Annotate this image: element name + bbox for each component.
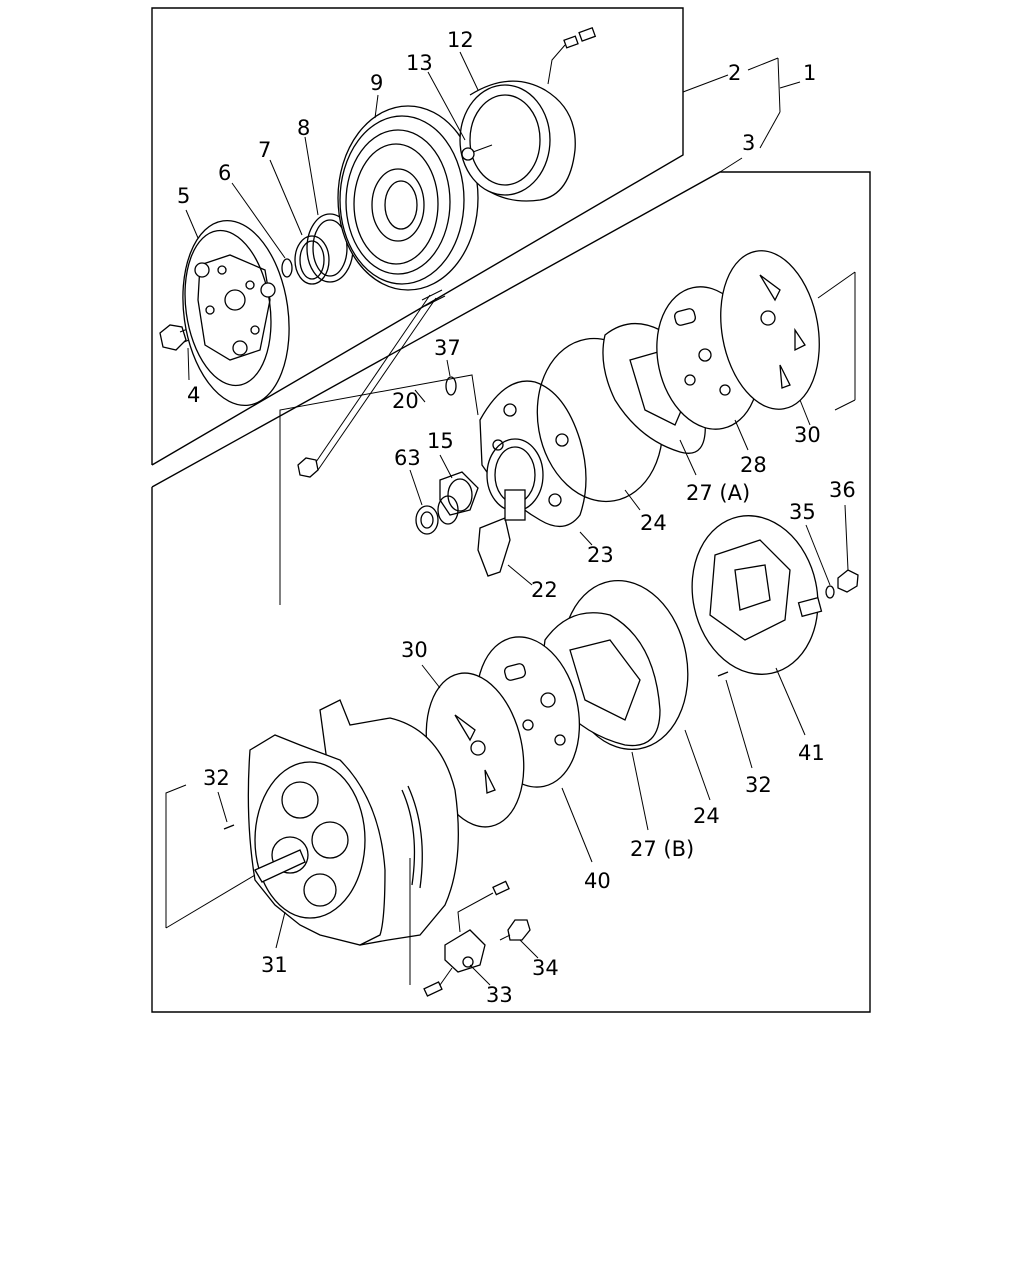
callout-32-left: 32	[203, 766, 230, 790]
callout-2: 2	[728, 61, 741, 85]
callout-30-lower: 30	[401, 638, 428, 662]
assembly-guides	[165, 784, 411, 985]
shim-6	[281, 258, 293, 278]
armature-plate-5	[182, 219, 290, 407]
callout-7: 7	[258, 138, 271, 162]
pin-32-right	[717, 671, 729, 677]
callout-37: 37	[434, 336, 461, 360]
callout-23: 23	[587, 543, 614, 567]
screw-34	[499, 919, 531, 941]
o-ring-37	[445, 376, 457, 396]
o-ring-35	[825, 585, 835, 599]
suction-reed-30-upper	[720, 250, 856, 411]
callout-27a: 27 (A)	[686, 481, 750, 505]
callout-3: 3	[742, 131, 755, 155]
plug-36	[837, 569, 859, 593]
callout-36: 36	[829, 478, 856, 502]
lower-frame	[151, 171, 871, 1013]
pin-32-left	[223, 824, 235, 830]
compressor-body-31	[247, 699, 459, 946]
group-bracket	[682, 57, 801, 173]
callout-9: 9	[370, 71, 383, 95]
callout-1: 1	[803, 61, 816, 85]
field-coil-12	[459, 27, 597, 202]
middle-group-bracket	[279, 374, 479, 605]
washer-63	[415, 495, 459, 535]
callout-24-upper: 24	[640, 511, 667, 535]
callout-5: 5	[177, 184, 190, 208]
callout-4: 4	[187, 383, 200, 407]
thermo-sensor-33	[423, 880, 510, 997]
callout-33: 33	[486, 983, 513, 1007]
callout-20: 20	[392, 389, 419, 413]
callout-13: 13	[406, 51, 433, 75]
bracket-22	[477, 489, 526, 577]
front-head-23	[479, 380, 587, 527]
snap-ring-7	[294, 235, 330, 285]
callout-15: 15	[427, 429, 454, 453]
screw-13	[461, 144, 493, 161]
callout-63: 63	[394, 446, 421, 470]
callout-8: 8	[297, 116, 310, 140]
upper-frame	[151, 7, 684, 466]
callout-labels: 1 2 3 4 5 6 7 8 9 12 13 15 20 22 23 24 2…	[177, 28, 856, 1007]
callout-27b: 27 (B)	[630, 837, 694, 861]
callout-32-right: 32	[745, 773, 772, 797]
callout-30-upper: 30	[794, 423, 821, 447]
rear-head-41	[691, 515, 823, 675]
callout-40: 40	[584, 869, 611, 893]
callout-6: 6	[218, 161, 231, 185]
callout-28: 28	[740, 453, 767, 477]
callout-22: 22	[531, 578, 558, 602]
leader-lines	[185, 51, 849, 986]
callout-31: 31	[261, 953, 288, 977]
callout-41: 41	[798, 741, 825, 765]
callout-12: 12	[447, 28, 474, 52]
pulley-9	[337, 105, 479, 291]
callout-34: 34	[532, 956, 559, 980]
shaft-seal-15	[439, 471, 479, 516]
callout-24-lower: 24	[693, 804, 720, 828]
through-bolt-20	[297, 289, 446, 478]
callout-35: 35	[789, 500, 816, 524]
